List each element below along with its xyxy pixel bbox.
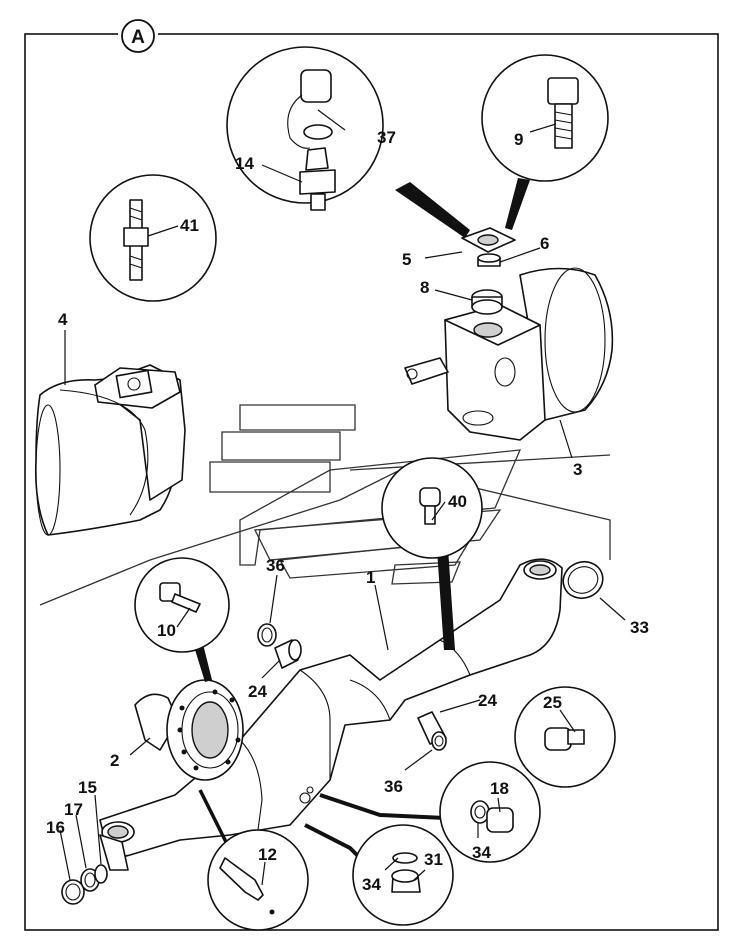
- hub-right: [404, 267, 614, 441]
- callout-label-34a: 34: [472, 843, 491, 862]
- callout-label-41: 41: [180, 216, 199, 235]
- part-label-24a: 24: [248, 682, 267, 701]
- section-label: A: [131, 27, 145, 48]
- callout-nut-31: [304, 823, 454, 926]
- seal-stack: [61, 864, 108, 905]
- callout-grease-nipple: [226, 46, 470, 238]
- callout-sealant-12: [198, 789, 309, 931]
- callout-plug-18: [319, 761, 541, 863]
- part-label-2: 2: [110, 751, 119, 770]
- callout-label-34b: 34: [362, 875, 381, 894]
- callout-label-18: 18: [490, 779, 509, 798]
- kingpin-stack: [461, 227, 516, 315]
- callout-label-31: 31: [424, 850, 443, 869]
- part-label-17: 17: [64, 800, 83, 819]
- bush-left: [257, 623, 302, 669]
- part-label-5: 5: [402, 250, 411, 269]
- part-label-24b: 24: [478, 691, 497, 710]
- o-ring-33: [562, 560, 604, 600]
- callout-label-9: 9: [514, 130, 523, 149]
- leader-lines: [59, 109, 626, 886]
- callout-stud-41: [89, 174, 217, 302]
- section-marker: A: [118, 19, 158, 53]
- callout-bolt-40: [381, 457, 483, 650]
- part-label-36a: 36: [266, 556, 285, 575]
- callout-label-12: 12: [258, 845, 277, 864]
- diagram-frame: [24, 33, 719, 931]
- bush-right: [417, 711, 447, 751]
- part-number-labels: 37 14 9 41 40 10 25 18 34 31 34 12 5 6 8…: [46, 128, 649, 894]
- part-label-1: 1: [366, 568, 375, 587]
- part-label-8: 8: [420, 278, 429, 297]
- part-label-6: 6: [540, 234, 549, 253]
- hub-left: [34, 364, 186, 536]
- callout-bolt-9: [481, 54, 609, 230]
- part-label-15: 15: [78, 778, 97, 797]
- part-label-3: 3: [573, 460, 582, 479]
- callout-label-10: 10: [157, 621, 176, 640]
- part-label-36b: 36: [384, 777, 403, 796]
- callout-label-37: 37: [377, 128, 396, 147]
- callout-label-40: 40: [448, 492, 467, 511]
- differential-flange: [134, 679, 244, 781]
- callout-label-14: 14: [235, 154, 254, 173]
- part-label-4: 4: [58, 310, 68, 329]
- axle-beam: [99, 558, 563, 871]
- callout-bolt-10: [134, 557, 230, 682]
- part-label-16: 16: [46, 818, 65, 837]
- callout-plug-25: [514, 686, 616, 788]
- callout-label-25: 25: [543, 693, 562, 712]
- part-label-33: 33: [630, 618, 649, 637]
